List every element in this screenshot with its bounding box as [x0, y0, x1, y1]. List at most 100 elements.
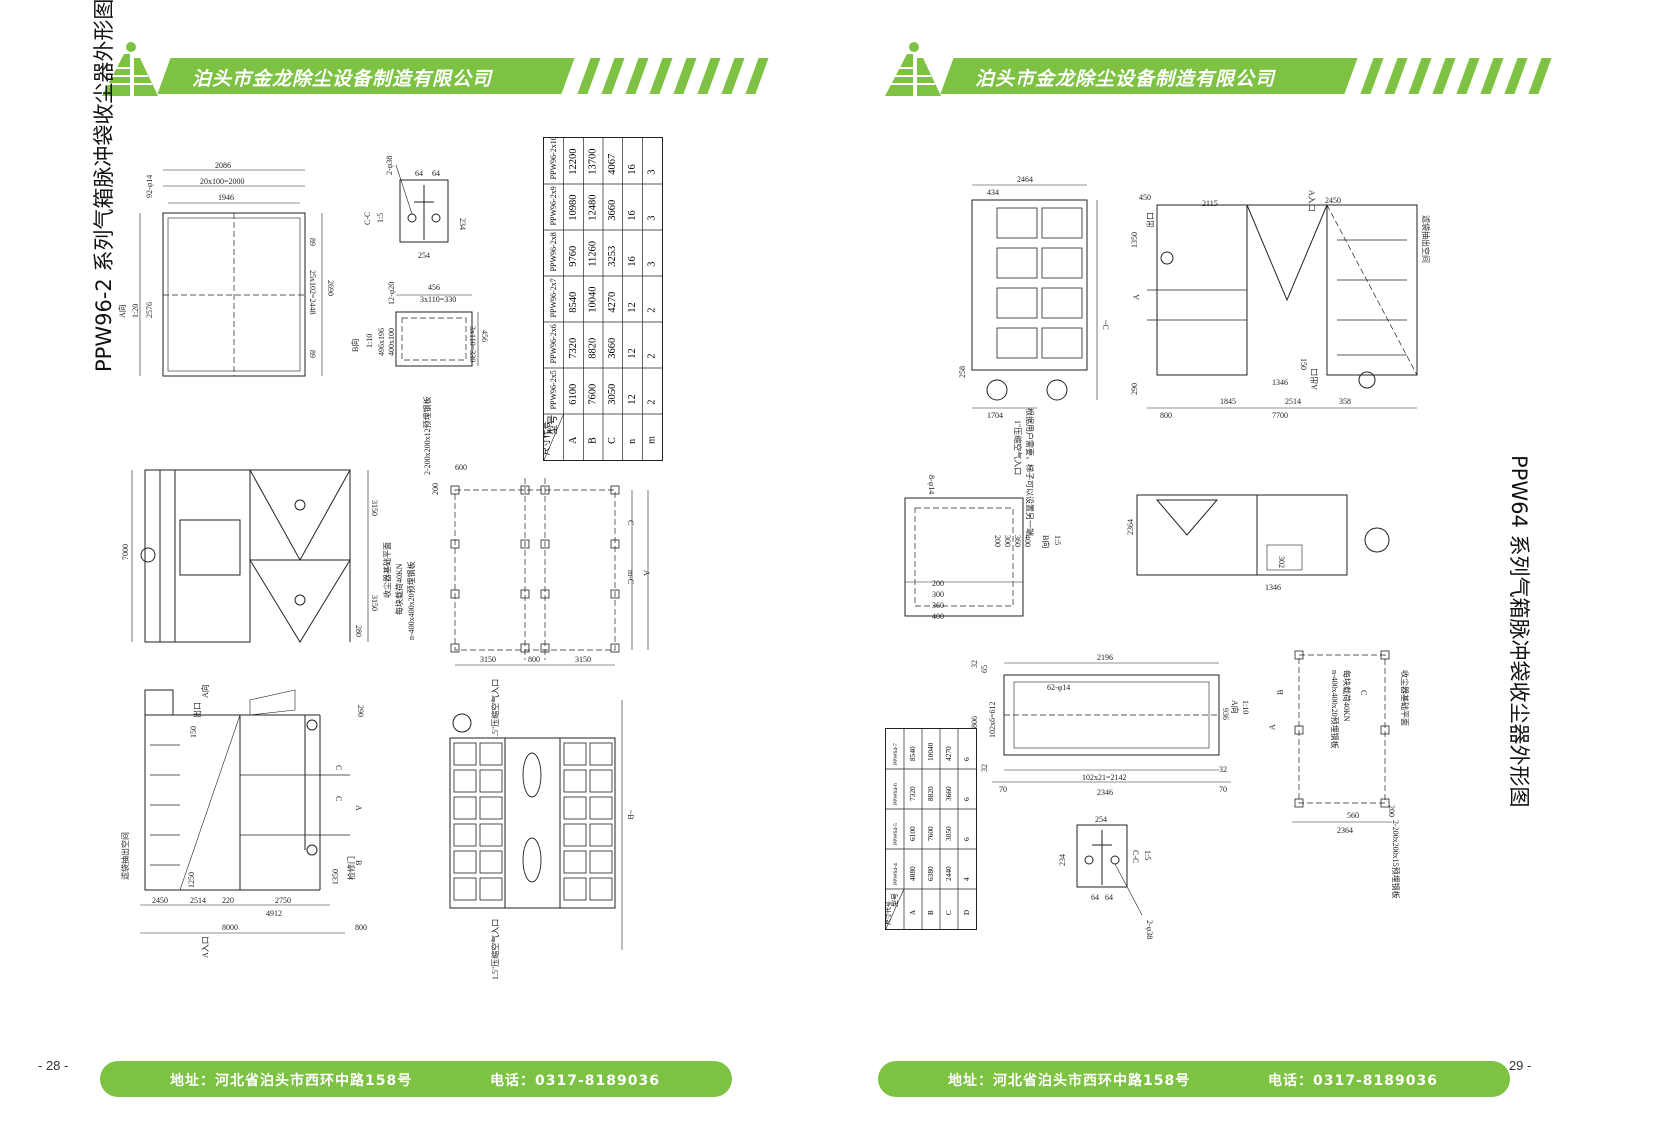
- svg-text:400: 400: [932, 612, 944, 621]
- svg-text:1.5"压缩空气入口: 1.5"压缩空气入口: [490, 679, 500, 740]
- spec-value: 4880: [908, 866, 917, 881]
- svg-text:32: 32: [1219, 765, 1227, 774]
- svg-text:2514: 2514: [1285, 397, 1301, 406]
- spec-code: A: [568, 436, 579, 444]
- svg-text:89: 89: [308, 238, 317, 246]
- spec-value: 11260: [588, 241, 599, 267]
- svg-text:20x100=2000: 20x100=2000: [200, 177, 245, 186]
- foundation-plan-drawing: 2-200x200x12预埋钢板 600 200 收尘器基础平面 每块载荷40K…: [382, 396, 651, 666]
- svg-text:3150: 3150: [480, 655, 496, 664]
- spec-value: 2440: [944, 866, 953, 881]
- spec-value: 10040: [588, 287, 599, 313]
- svg-text:1946: 1946: [218, 193, 234, 202]
- svg-text:2450: 2450: [152, 896, 168, 905]
- svg-text:64: 64: [415, 169, 423, 178]
- svg-text:200: 200: [993, 535, 1002, 547]
- svg-text:12-φ20: 12-φ20: [387, 282, 396, 305]
- svg-text:1:5: 1:5: [1143, 850, 1152, 860]
- spec-header: 尺寸代号: [886, 901, 893, 925]
- svg-text:1350: 1350: [1130, 232, 1139, 248]
- svg-text:234: 234: [1058, 854, 1067, 866]
- svg-text:C: C: [626, 520, 635, 525]
- svg-text:2514: 2514: [190, 896, 206, 905]
- jinlong-logo-icon: [885, 42, 941, 96]
- spec-value: 7320: [908, 786, 917, 801]
- spec-value: 4: [962, 877, 971, 881]
- svg-text:65: 65: [980, 665, 989, 673]
- svg-text:7700: 7700: [1272, 411, 1288, 420]
- svg-text:2-200x200x15预埋钢板: 2-200x200x15预埋钢板: [1391, 820, 1401, 899]
- spec-value: 12: [627, 348, 638, 359]
- svg-text:234: 234: [458, 218, 467, 230]
- svg-text:64: 64: [1105, 893, 1113, 902]
- svg-text:254: 254: [418, 251, 430, 260]
- svg-text:2464: 2464: [1017, 175, 1033, 184]
- foundation-plan-drawing: 收尘器基础平面 n-400x400x20预埋钢板 每块载荷40KN B A C …: [1268, 650, 1410, 899]
- svg-text:2364: 2364: [1126, 519, 1135, 535]
- spec-value: 7600: [588, 384, 599, 405]
- left-page: 泊头市金龙除尘设备制造有限公司 PPW96-2 系列气箱脉冲袋收尘器外形图 20…: [38, 0, 769, 1097]
- svg-text:1845: 1845: [1220, 397, 1236, 406]
- spec-value: 3: [647, 170, 658, 175]
- spec-value: 7320: [568, 338, 579, 359]
- svg-text:62-φ14: 62-φ14: [1047, 683, 1070, 692]
- svg-text:1:20: 1:20: [131, 304, 140, 318]
- svg-text:根据用户需要，梯子可以设置另一端: 根据用户需要，梯子可以设置另一端: [1025, 408, 1035, 536]
- svg-text:B: B: [354, 860, 363, 865]
- svg-text:2-φ38: 2-φ38: [385, 156, 394, 175]
- svg-text:1:5: 1:5: [1053, 535, 1062, 545]
- spec-value: 3: [647, 216, 658, 221]
- svg-text:456: 456: [428, 283, 440, 292]
- top-view-drawing: 2086 20x100=2000 1946 92-φ14 A向 1:20 257…: [117, 161, 335, 377]
- page-header: 泊头市金龙除尘设备制造有限公司: [883, 42, 1552, 100]
- svg-text:3150: 3150: [370, 595, 379, 611]
- spec-value: 6100: [908, 826, 917, 841]
- svg-text:1:10: 1:10: [1241, 700, 1250, 714]
- svg-text:收尘器基础平面: 收尘器基础平面: [382, 542, 392, 598]
- svg-text:800: 800: [528, 655, 540, 664]
- spec-value: 10040: [926, 742, 935, 761]
- svg-text:3150: 3150: [575, 655, 591, 664]
- svg-text:360: 360: [932, 601, 944, 610]
- elevation-drawing: 450 2115 2450 A入口 1350 出口 A 滤袋抽出空间 290 1…: [1130, 190, 1431, 420]
- svg-text:滤袋抽出空间: 滤袋抽出空间: [120, 832, 130, 880]
- svg-text:1346: 1346: [1272, 378, 1288, 387]
- spec-model: PPW96-2x7: [549, 278, 558, 317]
- spec-code: C: [607, 437, 618, 444]
- svg-text:1350: 1350: [331, 869, 340, 885]
- svg-text:3150: 3150: [370, 500, 379, 516]
- svg-text:2346: 2346: [1097, 788, 1113, 797]
- b-view-drawing: 12-φ20 456 3x110=330 B向 1:10 496x196 400…: [350, 282, 489, 367]
- svg-text:64: 64: [1091, 893, 1099, 902]
- b-view-drawing: 8-φ14 400 360 300 200 B向 1:5 200 300 360…: [904, 475, 1062, 621]
- spec-value: 12: [627, 302, 638, 313]
- spec-header: 型号: [890, 893, 899, 907]
- spec-value: 3660: [944, 786, 953, 801]
- svg-text:150: 150: [1299, 358, 1308, 370]
- svg-text:4912: 4912: [266, 909, 282, 918]
- svg-text:92-φ14: 92-φ14: [145, 175, 154, 198]
- spec-model: PPW64-4: [893, 863, 899, 885]
- svg-text:n-400x400x20预埋钢板: n-400x400x20预埋钢板: [406, 561, 416, 640]
- svg-text:290: 290: [356, 705, 365, 717]
- left-drawings: 2086 20x100=2000 1946 92-φ14 A向 1:20 257…: [117, 156, 651, 980]
- svg-text:89: 89: [308, 350, 317, 358]
- spec-value: 12480: [588, 195, 599, 221]
- footer-bar: 地址：河北省泊头市西环中路158号 电话：0317-8189036: [878, 1061, 1510, 1097]
- svg-text:收尘器基础平面: 收尘器基础平面: [1400, 670, 1410, 726]
- spec-value: 12200: [568, 149, 579, 175]
- svg-text:936: 936: [1221, 708, 1230, 720]
- company-name: 泊头市金龙除尘设备制造有限公司: [975, 68, 1276, 90]
- spec-model: PPW96-2x8: [549, 232, 558, 271]
- footer-phone: 电话：0317-8189036: [490, 1073, 660, 1089]
- spec-value: 8820: [588, 338, 599, 359]
- svg-text:600: 600: [455, 463, 467, 472]
- page-number: - 29 -: [1501, 1058, 1532, 1073]
- page-number: - 28 -: [38, 1058, 69, 1073]
- spec-value: 8540: [908, 746, 917, 761]
- footer-phone: 电话：0317-8189036: [1268, 1073, 1438, 1089]
- svg-text:C-C: C-C: [1131, 850, 1140, 863]
- svg-text:A入口: A入口: [201, 936, 210, 958]
